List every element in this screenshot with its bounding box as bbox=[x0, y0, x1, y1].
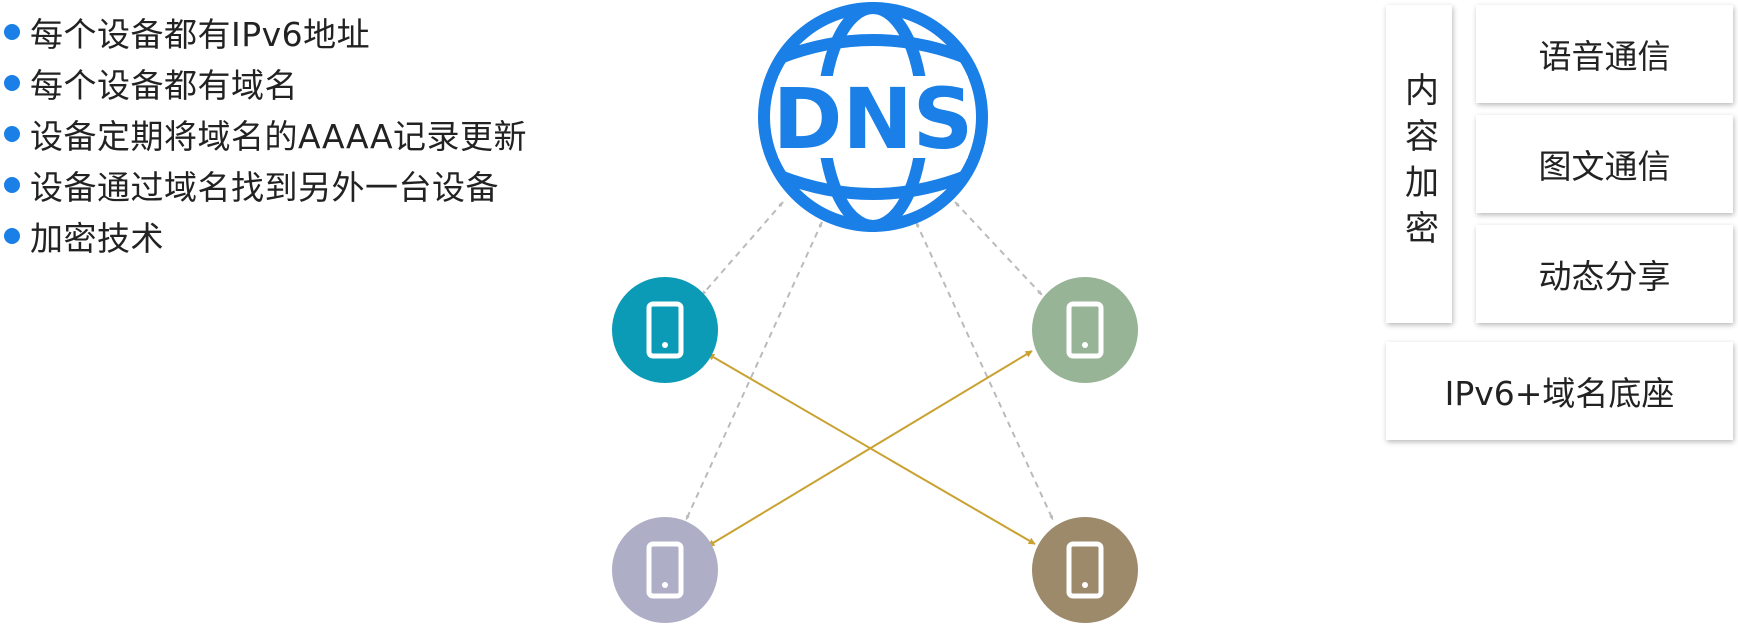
dns-link-top-right bbox=[954, 201, 1043, 296]
dns-links bbox=[685, 201, 1054, 521]
graphic-communication-box: 图文通信 bbox=[1476, 115, 1733, 213]
dns-label: DNS bbox=[773, 70, 974, 168]
feature-item: 加密技术 bbox=[4, 210, 527, 261]
device-bottom-left bbox=[612, 517, 718, 623]
device-bottom-right bbox=[1032, 517, 1138, 623]
dns-globe: DNS bbox=[758, 2, 988, 232]
dns-label-mask bbox=[778, 76, 968, 158]
bullet-dot bbox=[4, 23, 20, 40]
device-top-right bbox=[1032, 277, 1138, 383]
encryption-label: 内容加密 bbox=[1398, 72, 1439, 256]
ipv6-domain-base-box: IPv6+域名底座 bbox=[1386, 342, 1733, 440]
smartphone-icon bbox=[1066, 541, 1104, 599]
bullet-dot bbox=[4, 227, 20, 244]
feature-item: 设备定期将域名的AAAA记录更新 bbox=[4, 108, 527, 159]
device-link-tr-bl bbox=[707, 350, 1033, 547]
dynamic-share-box: 动态分享 bbox=[1476, 225, 1733, 323]
device-links bbox=[707, 350, 1036, 547]
smartphone-icon bbox=[1066, 301, 1104, 359]
encryption-layer: 内容加密 bbox=[1386, 5, 1452, 323]
device-top-left bbox=[612, 277, 718, 383]
bullet-dot bbox=[4, 176, 20, 193]
feature-item: 每个设备都有域名 bbox=[4, 57, 527, 108]
smartphone-icon bbox=[646, 541, 684, 599]
feature-text: 设备定期将域名的AAAA记录更新 bbox=[30, 116, 528, 156]
feature-item: 每个设备都有IPv6地址 bbox=[4, 6, 527, 57]
feature-text: 每个设备都有域名 bbox=[30, 65, 298, 105]
feature-text: 每个设备都有IPv6地址 bbox=[30, 14, 371, 54]
feature-item: 设备通过域名找到另外一台设备 bbox=[4, 159, 527, 210]
bullet-dot bbox=[4, 74, 20, 91]
voice-communication-box: 语音通信 bbox=[1476, 5, 1733, 103]
dns-link-bottom-left bbox=[685, 221, 823, 521]
feature-list: 每个设备都有IPv6地址 每个设备都有域名 设备定期将域名的AAAA记录更新 设… bbox=[4, 6, 527, 261]
voice-label: 语音通信 bbox=[1538, 37, 1671, 76]
dns-link-bottom-right bbox=[915, 221, 1054, 521]
dns-link-top-left bbox=[701, 201, 784, 296]
feature-text: 设备通过域名找到另外一台设备 bbox=[30, 167, 499, 207]
bullet-dot bbox=[4, 125, 20, 142]
feature-text: 加密技术 bbox=[30, 218, 164, 258]
graphic-label: 图文通信 bbox=[1538, 147, 1671, 186]
smartphone-icon bbox=[646, 301, 684, 359]
share-label: 动态分享 bbox=[1538, 257, 1671, 296]
base-label: IPv6+域名底座 bbox=[1444, 374, 1675, 413]
